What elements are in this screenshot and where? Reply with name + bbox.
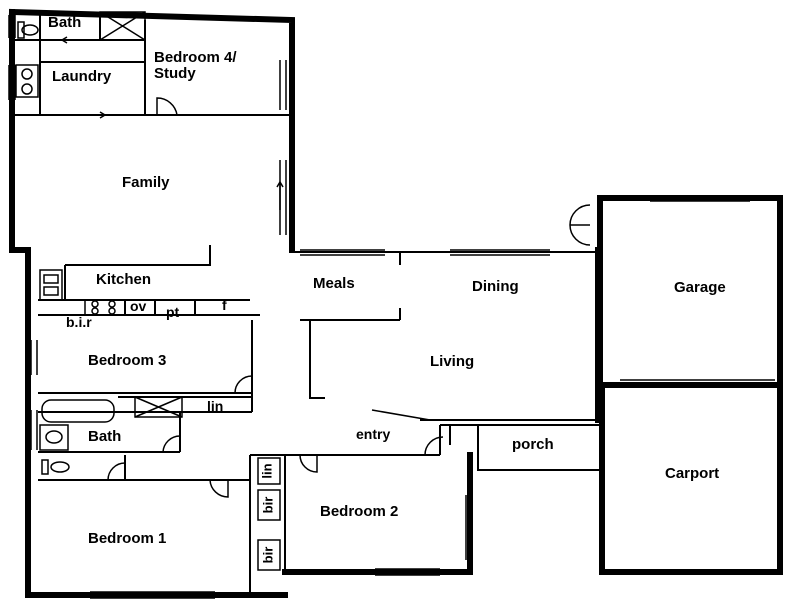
room-label-living: Living xyxy=(430,353,475,370)
exterior-walls xyxy=(8,8,783,598)
door-swings xyxy=(95,97,591,498)
room-label-carport: Carport xyxy=(665,465,720,482)
room-label-ov: ov xyxy=(130,298,147,314)
room-label-meals: Meals xyxy=(313,275,355,292)
room-label-bir-lower: bir xyxy=(260,546,276,564)
room-label-bedroom1: Bedroom 1 xyxy=(88,530,167,547)
room-label-porch: porch xyxy=(512,436,554,453)
room-label-bath-top: Bath xyxy=(48,14,82,31)
room-label-laundry: Laundry xyxy=(52,68,112,85)
room-label-bir-kitchen: b.i.r xyxy=(66,314,92,330)
windows xyxy=(8,15,775,599)
room-label-bedroom4: Bedroom 4/ Study xyxy=(154,49,237,82)
room-label-bath: Bath xyxy=(88,428,122,445)
room-label-f: f xyxy=(222,297,227,313)
fixtures xyxy=(15,11,281,571)
interior-walls xyxy=(12,12,601,595)
room-label-entry: entry xyxy=(356,426,391,442)
room-label-lin: lin xyxy=(207,398,224,414)
room-label-bedroom2: Bedroom 2 xyxy=(320,503,399,520)
room-label-dining: Dining xyxy=(472,278,519,295)
room-label-kitchen: Kitchen xyxy=(96,271,152,288)
room-label-family: Family xyxy=(122,174,170,191)
room-label-bedroom3: Bedroom 3 xyxy=(88,352,167,369)
room-label-garage: Garage xyxy=(674,279,726,296)
room-label-bir-upper: bir xyxy=(260,496,276,514)
arrow-marks xyxy=(60,36,284,210)
room-label-lin-closet: lin xyxy=(259,463,275,479)
room-label-pt: pt xyxy=(166,304,180,320)
